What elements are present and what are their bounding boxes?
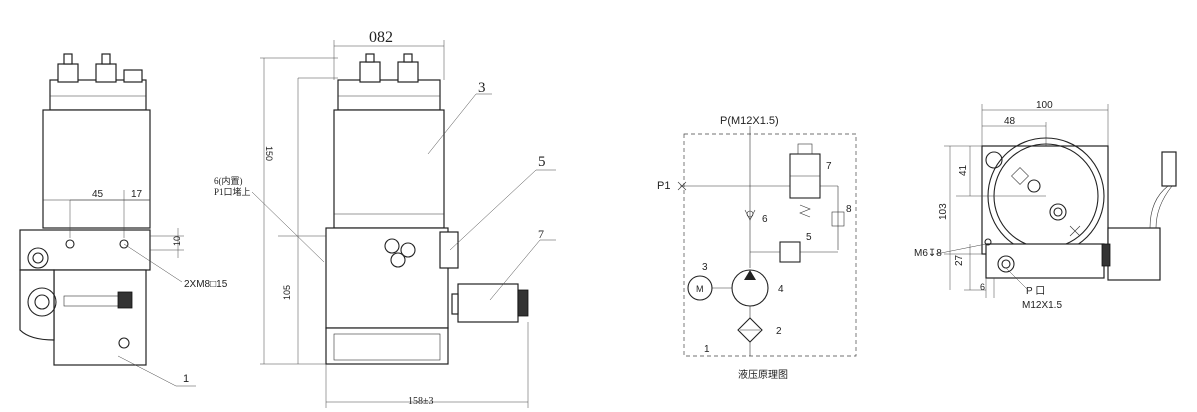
tank-body xyxy=(53,269,147,366)
hydraulic-schematic: P(M12X1.5) P1 6 7 8 5 4 M xyxy=(657,115,857,381)
port-boss-lower xyxy=(27,287,57,317)
port-label: P 口 xyxy=(1026,286,1045,297)
left-side-view: 45 17 10 2XM8□15 1 xyxy=(19,53,228,387)
dim-45-label: 45 xyxy=(92,189,104,200)
label-1: 1 xyxy=(704,344,710,355)
dim-103-label: 103 xyxy=(938,203,949,220)
part-5-label: 5 xyxy=(538,154,546,170)
terminal-stud-2 xyxy=(101,53,111,65)
dim-150-label: 150 xyxy=(264,146,274,161)
dim-105-label: 105 xyxy=(282,285,292,300)
top-solenoid xyxy=(1107,227,1161,281)
label-4: 4 xyxy=(778,284,784,295)
front-solenoid-knob xyxy=(517,289,529,317)
part-7-label: 7 xyxy=(538,227,544,241)
label-5: 5 xyxy=(806,232,812,243)
label-3: 3 xyxy=(702,262,708,273)
top-housing xyxy=(981,145,1109,255)
valve-block xyxy=(19,229,151,271)
front-motor-cylinder xyxy=(333,109,445,229)
front-terminal-cap xyxy=(337,79,441,111)
front-tank-body xyxy=(325,327,449,365)
terminal-stud-1 xyxy=(63,53,73,65)
dim-6-label: 6 xyxy=(980,282,985,292)
part-6-label-line1: 6(内置) xyxy=(214,175,243,186)
part-1-label: 1 xyxy=(183,373,189,385)
thread-note-label: M6↧8 xyxy=(914,248,942,259)
part-6-label-line2: P1口堵上 xyxy=(214,186,251,197)
motor-cylinder xyxy=(42,109,151,229)
schematic-caption: 液压原理图 xyxy=(738,368,788,381)
cable-connector xyxy=(1161,151,1177,187)
schematic-enclosure xyxy=(683,133,857,357)
label-2: 2 xyxy=(776,326,782,337)
port-thread-label: M12X1.5 xyxy=(1022,300,1062,311)
dim-27-label: 27 xyxy=(954,254,965,266)
terminal-post-3 xyxy=(123,69,143,83)
terminal-stud-top xyxy=(1049,203,1067,221)
dim-10-label: 10 xyxy=(172,236,182,246)
filter-symbol xyxy=(737,317,763,343)
top-view: 100 48 41 103 xyxy=(914,100,1177,311)
label-7: 7 xyxy=(826,161,832,172)
relief-valve xyxy=(779,241,801,263)
label-6: 6 xyxy=(762,214,768,225)
hole-note-label: 2XM8□15 xyxy=(184,279,228,290)
port-boss-upper xyxy=(27,247,49,269)
front-side-valve xyxy=(439,231,459,269)
dim-158-label: 158±3 xyxy=(408,396,434,407)
dim-082-label: 082 xyxy=(369,29,393,46)
port-p1-label: P1 xyxy=(657,180,670,192)
terminal-post-2 xyxy=(95,63,117,83)
front-solenoid xyxy=(457,283,519,323)
dim-100-label: 100 xyxy=(1036,100,1053,111)
motor-m-label: M xyxy=(696,284,704,294)
dim-48-label: 48 xyxy=(1004,116,1016,127)
dim-17-label: 17 xyxy=(131,189,143,200)
front-view: 082 150 105 158±3 xyxy=(214,29,556,408)
label-8: 8 xyxy=(846,204,852,215)
port-p-outline xyxy=(997,255,1015,273)
terminal-cap xyxy=(49,79,147,111)
dim-41-label: 41 xyxy=(958,164,969,176)
part-3-label: 3 xyxy=(478,80,486,96)
port-p-label: P(M12X1.5) xyxy=(720,115,779,127)
front-valve-block xyxy=(325,227,449,329)
terminal-post-1 xyxy=(57,63,79,83)
